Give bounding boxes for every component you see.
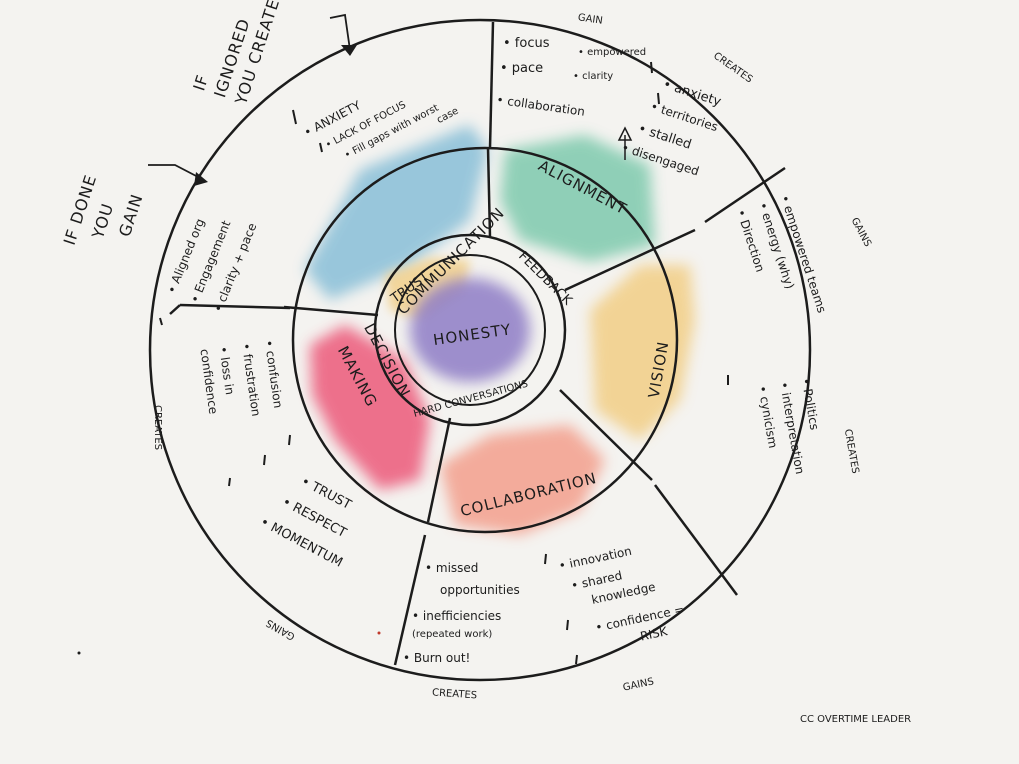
outer-ring	[148, 18, 812, 682]
arrow-head-down-icon	[341, 45, 357, 56]
collab-gain-5: RISK	[639, 624, 670, 644]
vision-create-3: • cynicism	[755, 384, 780, 449]
credit-text: CC OVERTIME LEADER	[800, 714, 911, 725]
middle-ring	[291, 146, 679, 534]
ink-dot-red	[377, 631, 381, 635]
arrow-right-icon	[148, 164, 201, 179]
alignment-fill	[500, 135, 655, 262]
collaboration-gain-list: • innovation • shared knowledge • confid…	[557, 544, 685, 644]
rim-creates-right: CREATES	[842, 428, 861, 474]
vision-create-list: • Politics • interpretation • cynicism	[755, 377, 821, 475]
core-ring-inner	[394, 254, 546, 406]
align-gain-5: • collaboration	[496, 93, 586, 119]
comm-create-4: case	[435, 106, 460, 127]
rim-creates-left: CREATES	[152, 405, 163, 450]
collab-create-2: opportunities	[440, 583, 520, 597]
wheel-rings	[148, 18, 812, 682]
collaboration-create-list: • missed opportunities • inefficiencies …	[403, 561, 520, 665]
alignment-gain-list: • focus • empowered • pace • clarity • c…	[496, 36, 647, 119]
decision-create-2: • frustration	[239, 342, 263, 417]
decision-making-fill	[310, 325, 430, 490]
decision-create-list: • confusion • frustration • loss in conf…	[197, 339, 285, 417]
communication-gain-list: • Aligned org • Engagement • clarity + p…	[165, 217, 260, 315]
ink-dot	[77, 651, 81, 655]
rim-gain-top: GAIN	[577, 12, 603, 26]
if-done-note: IF DONE YOU GAIN	[60, 172, 147, 247]
collab-gain-1: • innovation	[557, 544, 633, 573]
vision-fill	[590, 265, 695, 440]
hard-conversations-label: HARD CONVERSATIONS	[412, 379, 529, 420]
align-gain-2: • empowered	[578, 47, 646, 58]
arrow-down-icon	[329, 13, 351, 51]
done-line-3: GAIN	[115, 191, 147, 239]
align-gain-1: • focus	[503, 36, 550, 51]
align-gain-4: • clarity	[573, 71, 613, 82]
collab-create-4: (repeated work)	[412, 629, 492, 640]
outer-dividers	[169, 21, 786, 666]
decision-create-4: confidence	[197, 348, 220, 415]
tick-marks	[159, 61, 729, 665]
up-arrow-head-icon	[617, 126, 633, 141]
decision-create-3: • loss in	[216, 345, 237, 395]
rim-gains-right: GAINS	[849, 216, 873, 249]
collab-create-5: • Burn out!	[403, 651, 470, 665]
watercolor-fills	[305, 125, 695, 535]
trust-fill	[385, 258, 470, 320]
rim-creates-bottom: CREATES	[432, 687, 478, 701]
arrow-head-right-icon	[194, 172, 208, 186]
communication-fill	[305, 125, 488, 300]
align-gain-3: • pace	[500, 61, 543, 76]
done-line-2: YOU	[88, 201, 118, 242]
if-ignored-note: IF IGNORED YOU CREATE	[189, 0, 283, 108]
decision-create-1: • confusion	[262, 339, 285, 409]
inner-dividers	[283, 147, 696, 523]
collaboration-fill	[440, 425, 605, 535]
rim-creates-top-right: CREATES	[711, 51, 754, 86]
collab-create-3: • inefficiencies	[412, 609, 501, 623]
honesty-fill	[410, 278, 530, 382]
ignored-line-1: IF	[189, 72, 212, 93]
collab-create-1: • missed	[425, 561, 478, 575]
core-ring-outer	[373, 233, 567, 427]
rim-gains-bottom-right: GAINS	[622, 676, 655, 693]
